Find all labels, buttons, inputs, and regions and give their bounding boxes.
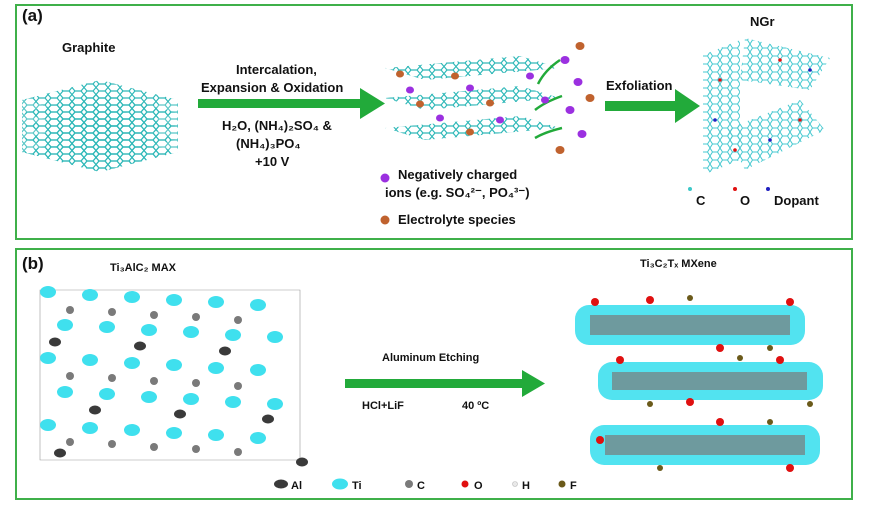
al-legend-dot: [274, 479, 288, 489]
o-legend-dot: [733, 187, 737, 191]
step1-condition-line1: H₂O, (NH₄)₂SO₄ &: [222, 118, 332, 133]
f-atom-legend-dot: [558, 480, 566, 488]
ngr-label: NGr: [750, 14, 775, 29]
max-lattice-illustration: [39, 286, 308, 467]
ion-legend-dot: [380, 173, 390, 183]
temperature-label: 40 ºC: [462, 400, 490, 412]
max-label: Ti₃AlC₂ MAX: [110, 262, 176, 274]
exfoliation-arrow: [605, 89, 700, 123]
intercalation-arrow: [198, 88, 385, 119]
step1-title-line2: Expansion & Oxidation: [201, 80, 344, 95]
h-atom-legend-dot: [512, 481, 518, 487]
etching-label: Aluminum Etching: [382, 352, 480, 364]
electrolyte-legend-dot: [380, 215, 390, 225]
panel-a-tag: (a): [22, 6, 43, 25]
ti-legend-label: Ti: [352, 480, 362, 492]
reagent-label: HCl+LiF: [362, 400, 404, 412]
dopant-legend-label: Dopant: [774, 193, 819, 208]
c-legend-dot: [688, 187, 692, 191]
step1-condition-line3: +10 V: [255, 154, 290, 169]
o-legend-label: O: [740, 193, 751, 208]
ti-legend-dot: [332, 478, 348, 490]
exfoliation-label: Exfoliation: [606, 78, 673, 93]
ion-legend-line2: ions (e.g. SO₄²⁻, PO₄³⁻): [385, 185, 530, 200]
graphite-stack-illustration: [22, 80, 178, 172]
c-legend-label: C: [696, 193, 706, 208]
h-atom-legend-label: H: [522, 480, 530, 492]
intercalated-sheets-illustration: [385, 42, 595, 154]
o-atom-legend-dot: [461, 480, 469, 488]
ion-legend-line1: Negatively charged: [398, 167, 518, 182]
c-atom-legend-label: C: [417, 480, 425, 492]
o-atom-legend-label: O: [474, 480, 483, 492]
mxene-layers-illustration: [575, 295, 823, 472]
ngr-sheets-illustration: [703, 38, 830, 175]
al-legend-label: Al: [291, 480, 302, 492]
graphite-label: Graphite: [62, 40, 116, 55]
panel-b-tag: (b): [22, 254, 44, 273]
mxene-label: Ti₃C₂Tₓ MXene: [640, 258, 717, 270]
f-atom-legend-label: F: [570, 480, 577, 492]
c-atom-legend-dot: [405, 480, 413, 488]
step1-condition-line2: (NH₄)₃PO₄: [236, 136, 301, 151]
etching-arrow: [345, 370, 545, 397]
electrolyte-legend-label: Electrolyte species: [398, 212, 516, 227]
dopant-legend-dot: [766, 187, 770, 191]
step1-title-line1: Intercalation,: [236, 62, 317, 77]
